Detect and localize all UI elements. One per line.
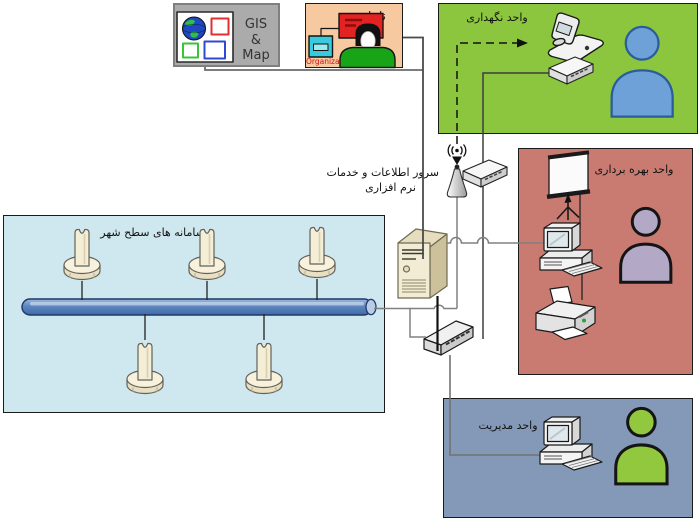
wireless-signal-icon — [447, 144, 467, 157]
gis-title-line3: Map — [242, 48, 270, 63]
server-caption: سرور اطلاعات و خدمات نرم افزاری — [326, 165, 439, 195]
maintenance-unit-title: واحد نگهداری — [466, 11, 528, 24]
server-caption-line2: نرم افزاری — [365, 181, 416, 194]
wireless-antenna-icon — [446, 144, 468, 198]
operation-unit-panel — [518, 148, 693, 375]
server-caption-line1: سرور اطلاعات و خدمات — [326, 166, 439, 179]
management-unit-title: واحد مدیریت — [478, 419, 538, 432]
naja-caption: Organizational portal — [306, 57, 386, 66]
modem-icon — [462, 159, 508, 188]
city-systems-title: سامانه های سطح شهر — [100, 226, 205, 239]
gis-title-line1: GIS — [244, 17, 268, 32]
city-systems-panel — [3, 215, 385, 413]
naja-title: ناجا — [367, 9, 387, 23]
network-switch-icon — [423, 320, 474, 356]
naja-to-server-line — [403, 36, 424, 259]
antenna-to-switch-line — [410, 197, 458, 310]
management-unit-panel — [443, 398, 693, 518]
server-tower-icon — [397, 228, 448, 299]
gis-title-line2: & — [250, 32, 262, 48]
operation-unit-title: واحد بهره برداری — [594, 163, 674, 176]
gis-map-title: GIS & Map — [233, 17, 279, 64]
